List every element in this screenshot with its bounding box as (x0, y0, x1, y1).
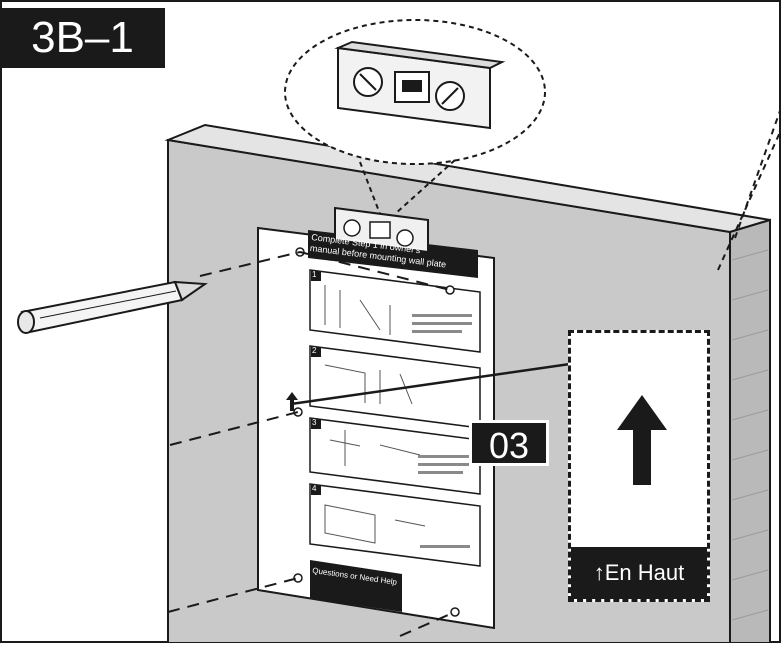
en-haut-label: ↑En Haut (571, 547, 707, 599)
orientation-label-card: ↑En Haut (568, 330, 710, 602)
step-badge: 3B–1 (0, 8, 165, 68)
template-step-4: 4 (312, 484, 316, 493)
en-haut-arrow-icon: ↑ (594, 560, 605, 585)
wall-side (730, 220, 770, 643)
template-step-2: 2 (312, 346, 316, 355)
up-arrow-icon (617, 395, 667, 485)
part-number-badge: 03 (469, 420, 549, 466)
template-step-3: 3 (312, 418, 316, 427)
template-step-1: 1 (312, 270, 316, 279)
en-haut-text: En Haut (605, 560, 685, 585)
